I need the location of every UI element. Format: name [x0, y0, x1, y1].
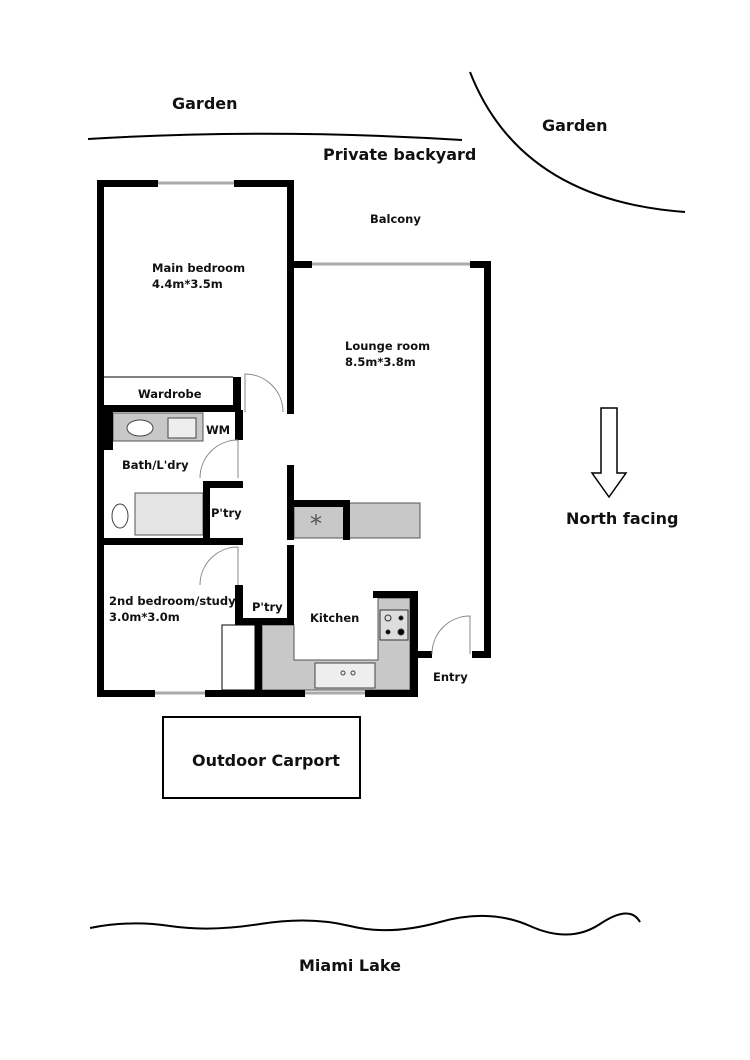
room-size: 8.5m*3.8m: [345, 355, 416, 369]
balcony-label: Balcony: [370, 212, 421, 226]
main-bedroom-label: Main bedroom 4.4m*3.5m: [152, 260, 245, 292]
room-size: 4.4m*3.5m: [152, 277, 223, 291]
door-swing-icon: [199, 373, 471, 655]
room-name: 2nd bedroom/study: [109, 594, 236, 608]
kitchen-bench: [293, 502, 421, 539]
room-size: 3.0m*3.0m: [109, 610, 180, 624]
backyard-label: Private backyard: [323, 145, 477, 164]
carport-outline: [162, 716, 361, 799]
wardrobe-label: Wardrobe: [138, 387, 202, 401]
fixtures: [112, 412, 421, 691]
room-name: Main bedroom: [152, 261, 246, 275]
laundry-tub-icon: [167, 417, 197, 439]
garden-boundary-left: [87, 132, 463, 141]
walls: [97, 180, 491, 697]
pantry2-label: P'try: [252, 600, 283, 614]
bath-label: Bath/L'dry: [122, 458, 189, 472]
kitchen-label: Kitchen: [310, 611, 360, 625]
toilet-icon: [111, 503, 129, 529]
wm-label: WM: [206, 423, 231, 437]
garden-boundary-right: [469, 71, 686, 213]
carport-label: Outdoor Carport: [192, 751, 340, 770]
exhaust-fan-icon: *: [310, 510, 322, 538]
closet: [221, 624, 256, 691]
washbasin-icon: [126, 419, 154, 437]
lounge-label: Lounge room 8.5m*3.8m: [345, 338, 430, 370]
pantry1-label: P'try: [211, 506, 242, 520]
north-arrow-icon: [590, 407, 628, 499]
sink-icon: [314, 662, 376, 689]
garden-left-label: Garden: [172, 94, 238, 113]
bedroom2-label: 2nd bedroom/study 3.0m*3.0m: [109, 593, 236, 625]
orientation-label: North facing: [566, 509, 679, 528]
room-name: Lounge room: [345, 339, 431, 353]
bathtub-icon: [134, 492, 204, 536]
stove-icon: [379, 609, 409, 641]
garden-right-label: Garden: [542, 116, 608, 135]
windows: [155, 181, 470, 695]
lake-shoreline: [89, 912, 641, 936]
lake-label: Miami Lake: [299, 956, 401, 975]
entry-label: Entry: [433, 670, 468, 684]
